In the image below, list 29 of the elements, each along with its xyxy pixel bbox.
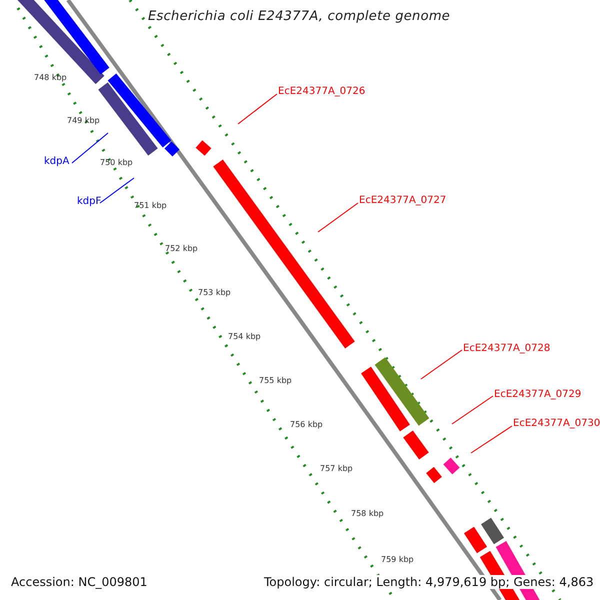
map-title: Escherichia coli E24377A, complete genome — [148, 9, 450, 24]
leader-line — [238, 94, 278, 124]
tick-label: 750 kbp — [100, 158, 133, 168]
leader-line — [452, 396, 494, 424]
tick-label: 755 kbp — [259, 376, 292, 386]
map-info-text: Topology: circular; Length: 4,979,619 bp; Genes: 4,863 — [262, 575, 596, 589]
tick-label: 756 kbp — [290, 420, 323, 430]
gene-label: kdpA — [44, 156, 70, 168]
tick-label: 752 kbp — [165, 244, 198, 254]
leader-line — [318, 202, 358, 232]
gene-label: EcE24377A_0727 — [359, 195, 446, 207]
gene-label: EcE24377A_0726 — [278, 86, 366, 98]
tick-label: 751 kbp — [134, 201, 167, 211]
tick-label: 758 kbp — [351, 509, 384, 519]
leader-line — [72, 132, 108, 164]
gene-label: EcE24377A_0729 — [494, 389, 582, 401]
tick-label: 749 kbp — [67, 116, 100, 126]
tick-label: 757 kbp — [320, 464, 353, 474]
gene-label: kdpF — [77, 196, 102, 208]
leader-line — [420, 350, 462, 380]
gene-label: EcE24377A_0728 — [463, 343, 550, 355]
tick-label: 753 kbp — [198, 288, 231, 298]
tick-label: 754 kbp — [228, 332, 261, 342]
leader-line — [100, 178, 134, 204]
tick-label: 759 kbp — [381, 555, 414, 565]
gene-label: EcE24377A_0730 — [513, 418, 600, 430]
leader-line — [470, 426, 512, 454]
map-info-text: Accession: NC_009801 — [9, 575, 150, 589]
tick-label: 748 kbp — [34, 73, 67, 83]
